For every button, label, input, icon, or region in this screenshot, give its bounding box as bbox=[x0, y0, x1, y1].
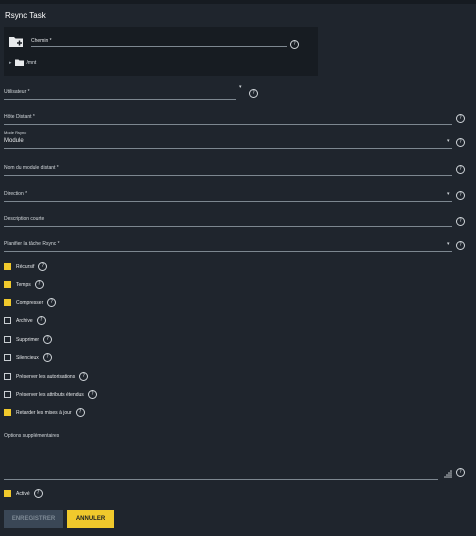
path-label: Chemin * bbox=[31, 38, 52, 44]
path-help-icon[interactable]: ? bbox=[290, 40, 299, 49]
enabled-checkbox[interactable] bbox=[4, 490, 11, 497]
times-label: Temps bbox=[16, 281, 31, 288]
user-label: Utilisateur * bbox=[4, 89, 30, 95]
extra-options-label: Options supplémentaires bbox=[4, 433, 60, 439]
direction-label: Direction * bbox=[4, 191, 28, 197]
rsync-mode-label: Mode Rsync bbox=[4, 130, 27, 135]
option-delay-updates[interactable]: Retarder les mises à jour ? bbox=[4, 408, 85, 417]
option-delete[interactable]: Supprimer ? bbox=[4, 335, 53, 344]
user-help-icon[interactable]: ? bbox=[249, 89, 258, 98]
schedule-label: Planifier la tâche Rsync * bbox=[4, 241, 60, 247]
direction-select[interactable]: Direction * ▾ ? bbox=[4, 191, 466, 205]
tree-node-label: /mnt bbox=[26, 59, 37, 66]
option-preserve-attributes[interactable]: Préserver les attributs étendus ? bbox=[4, 390, 97, 399]
description-help-icon[interactable]: ? bbox=[456, 217, 465, 226]
compress-checkbox[interactable] bbox=[4, 299, 11, 306]
chevron-down-icon[interactable]: ▾ bbox=[447, 241, 450, 247]
remote-host-field[interactable]: Hôte Distant * ? bbox=[4, 114, 466, 128]
quiet-help-icon[interactable]: ? bbox=[42, 353, 52, 362]
preserve-permissions-checkbox[interactable] bbox=[4, 373, 11, 380]
delay-updates-help-icon[interactable]: ? bbox=[75, 408, 85, 417]
rsync-mode-value: Module bbox=[4, 138, 24, 144]
delete-label: Supprimer bbox=[16, 336, 40, 343]
remote-module-label: Nom du module distant * bbox=[4, 165, 59, 171]
remote-host-help-icon[interactable]: ? bbox=[456, 114, 465, 123]
archive-checkbox[interactable] bbox=[4, 317, 11, 324]
remote-host-label: Hôte Distant * bbox=[4, 114, 35, 120]
compress-label: Compresser bbox=[16, 299, 44, 306]
option-archive[interactable]: Archive ? bbox=[4, 316, 46, 325]
option-recursive[interactable]: Récursif ? bbox=[4, 262, 48, 271]
preserve-attributes-help-icon[interactable]: ? bbox=[87, 390, 97, 399]
option-compress[interactable]: Compresser ? bbox=[4, 298, 57, 307]
preserve-attributes-checkbox[interactable] bbox=[4, 391, 11, 398]
cancel-button[interactable]: ANNULER bbox=[67, 510, 114, 528]
save-button[interactable]: ENREGISTRER bbox=[4, 510, 63, 528]
schedule-select[interactable]: Planifier la tâche Rsync * ▾ ? bbox=[4, 241, 466, 255]
chevron-down-icon[interactable]: ▾ bbox=[447, 138, 450, 144]
option-enabled[interactable]: Activé ? bbox=[4, 489, 43, 498]
times-help-icon[interactable]: ? bbox=[34, 280, 44, 289]
rsync-mode-select[interactable]: Mode Rsync Module ▾ ? bbox=[4, 130, 466, 150]
extra-options-textarea[interactable]: Options supplémentaires ? bbox=[4, 433, 466, 481]
recursive-help-icon[interactable]: ? bbox=[38, 262, 48, 271]
preserve-attributes-label: Préserver les attributs étendus bbox=[16, 391, 84, 398]
option-quiet[interactable]: Silencieux ? bbox=[4, 353, 52, 362]
description-field[interactable]: Description courte ? bbox=[4, 216, 466, 230]
resize-handle-icon[interactable] bbox=[444, 470, 452, 478]
chevron-right-icon[interactable]: ▸ bbox=[9, 59, 12, 66]
tree-node-mnt[interactable]: ▸ /mnt bbox=[9, 59, 36, 66]
description-label: Description courte bbox=[4, 216, 45, 222]
delete-help-icon[interactable]: ? bbox=[43, 335, 53, 344]
option-preserve-permissions[interactable]: Préserver les autorisations ? bbox=[4, 372, 89, 381]
compress-help-icon[interactable]: ? bbox=[47, 298, 57, 307]
chevron-down-icon[interactable]: ▾ bbox=[239, 84, 242, 90]
extra-options-help-icon[interactable]: ? bbox=[456, 468, 465, 477]
direction-help-icon[interactable]: ? bbox=[456, 191, 465, 200]
chevron-down-icon[interactable]: ▾ bbox=[447, 191, 450, 197]
times-checkbox[interactable] bbox=[4, 281, 11, 288]
user-field[interactable]: Utilisateur * ▾ ? bbox=[4, 84, 264, 103]
remote-module-field[interactable]: Nom du module distant * ? bbox=[4, 165, 466, 179]
preserve-permissions-help-icon[interactable]: ? bbox=[79, 372, 89, 381]
delete-checkbox[interactable] bbox=[4, 336, 11, 343]
quiet-label: Silencieux bbox=[16, 354, 39, 361]
remote-module-help-icon[interactable]: ? bbox=[456, 165, 465, 174]
rsync-mode-help-icon[interactable]: ? bbox=[456, 138, 465, 147]
path-input[interactable] bbox=[31, 46, 287, 47]
schedule-help-icon[interactable]: ? bbox=[456, 241, 465, 250]
top-bar bbox=[0, 0, 476, 4]
enabled-label: Activé bbox=[16, 490, 30, 497]
archive-help-icon[interactable]: ? bbox=[36, 316, 46, 325]
path-explorer: Chemin * ? ▸ /mnt bbox=[4, 27, 318, 76]
quiet-checkbox[interactable] bbox=[4, 354, 11, 361]
delay-updates-checkbox[interactable] bbox=[4, 409, 11, 416]
option-times[interactable]: Temps ? bbox=[4, 280, 44, 289]
folder-icon bbox=[14, 59, 24, 66]
preserve-permissions-label: Préserver les autorisations bbox=[16, 373, 76, 380]
archive-label: Archive bbox=[16, 317, 33, 324]
enabled-help-icon[interactable]: ? bbox=[33, 489, 43, 498]
folder-add-icon[interactable] bbox=[9, 35, 23, 47]
page-title: Rsync Task bbox=[5, 11, 46, 20]
recursive-checkbox[interactable] bbox=[4, 263, 11, 270]
recursive-label: Récursif bbox=[16, 263, 35, 270]
delay-updates-label: Retarder les mises à jour bbox=[16, 409, 72, 416]
